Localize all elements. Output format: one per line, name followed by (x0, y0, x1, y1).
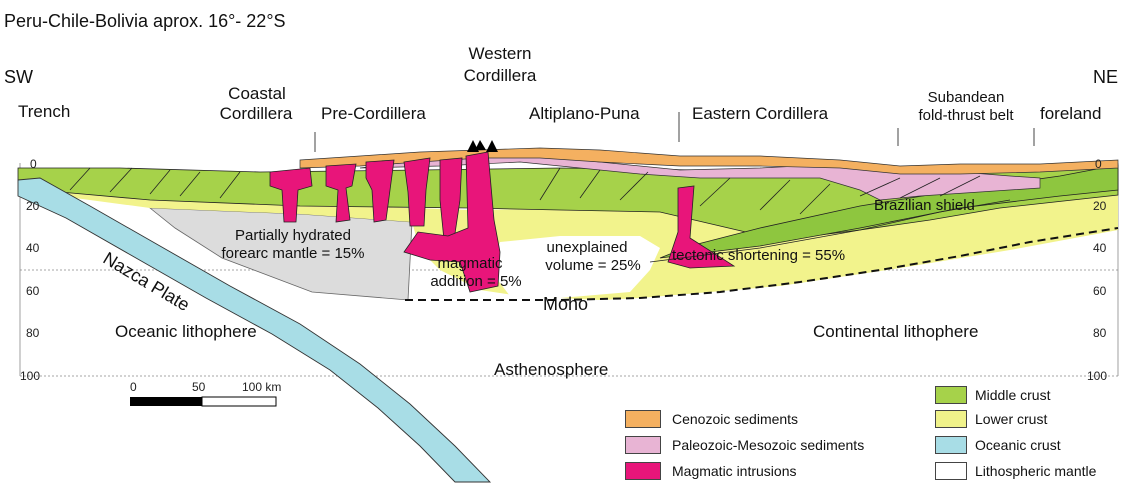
unexplained-annotation-1: unexplained (532, 238, 642, 258)
brazilian-shield-label: Brazilian shield (874, 196, 975, 216)
legend-swatch-cenozoic (625, 410, 661, 428)
subandean-label-1: Subandean (900, 90, 1032, 106)
legend-swatch-oceanic-crust (935, 436, 967, 454)
diagram-title: Peru-Chile-Bolivia aprox. 16°- 22°S (4, 11, 286, 31)
trench-label: Trench (18, 102, 70, 122)
legend-label-lower-crust: Lower crust (975, 411, 1047, 427)
depth-tick-right-40: 40 (1093, 241, 1106, 255)
subandean-label-2: fold-thrust belt (896, 108, 1036, 124)
magmatic-annotation-1: magmatic (420, 254, 520, 274)
unexplained-annotation-2: volume = 25% (528, 256, 658, 276)
depth-tick-left-60: 60 (26, 284, 39, 298)
eastern-cordillera-label: Eastern Cordillera (692, 104, 828, 124)
pre-cordillera-label: Pre-Cordillera (321, 104, 426, 124)
legend-swatch-lithospheric-mantle (935, 462, 967, 480)
depth-tick-right-80: 80 (1093, 326, 1106, 340)
depth-tick-right-0: 0 (1095, 157, 1102, 171)
tectonic-shortening-annotation: tectonic shortening = 55% (672, 246, 845, 266)
depth-tick-left-100: 100 (20, 369, 40, 383)
oceanic-lithosphere-label: Oceanic lithophere (115, 322, 257, 342)
forearc-annotation-1: Partially hydrated (208, 226, 378, 246)
western-cordillera-label-2: Cordillera (450, 66, 550, 86)
continental-lithosphere-label: Continental lithophere (813, 322, 978, 342)
legend-label-lithospheric-mantle: Lithospheric mantle (975, 463, 1096, 479)
coastal-cordillera-label-2: Cordillera (206, 104, 306, 124)
scale-label-50: 50 (192, 380, 205, 394)
direction-sw-label: SW (4, 67, 33, 87)
legend-swatch-magmatic (625, 462, 661, 480)
direction-ne-label: NE (1093, 67, 1118, 87)
western-cordillera-label-1: Western (450, 44, 550, 64)
depth-tick-right-100: 100 (1087, 369, 1107, 383)
depth-tick-right-20: 20 (1093, 199, 1106, 213)
depth-tick-left-0: 0 (30, 157, 37, 171)
depth-tick-left-20: 20 (26, 199, 39, 213)
altiplano-puna-label: Altiplano-Puna (529, 104, 640, 124)
legend-label-paleozoic: Paleozoic-Mesozoic sediments (672, 437, 864, 453)
legend-label-magmatic: Magmatic intrusions (672, 463, 797, 479)
legend-label-cenozoic: Cenozoic sediments (672, 411, 798, 427)
legend-label-middle-crust: Middle crust (975, 387, 1050, 403)
legend-swatch-lower-crust (935, 410, 967, 428)
legend-label-oceanic-crust: Oceanic crust (975, 437, 1061, 453)
forearc-annotation-2: forearc mantle = 15% (208, 244, 378, 264)
depth-tick-left-40: 40 (26, 241, 39, 255)
scale-label-100km: 100 km (242, 380, 281, 394)
depth-tick-left-80: 80 (26, 326, 39, 340)
scale-bar (130, 397, 276, 406)
moho-label: Moho (543, 294, 588, 314)
asthenosphere-label: Asthenosphere (494, 360, 608, 380)
legend-swatch-paleozoic (625, 436, 661, 454)
scale-label-0: 0 (130, 380, 137, 394)
depth-tick-right-60: 60 (1093, 284, 1106, 298)
magmatic-annotation-2: addition = 5% (416, 272, 536, 292)
foreland-label: foreland (1040, 104, 1101, 124)
coastal-cordillera-label-1: Coastal (212, 84, 302, 104)
legend-swatch-middle-crust (935, 386, 967, 404)
